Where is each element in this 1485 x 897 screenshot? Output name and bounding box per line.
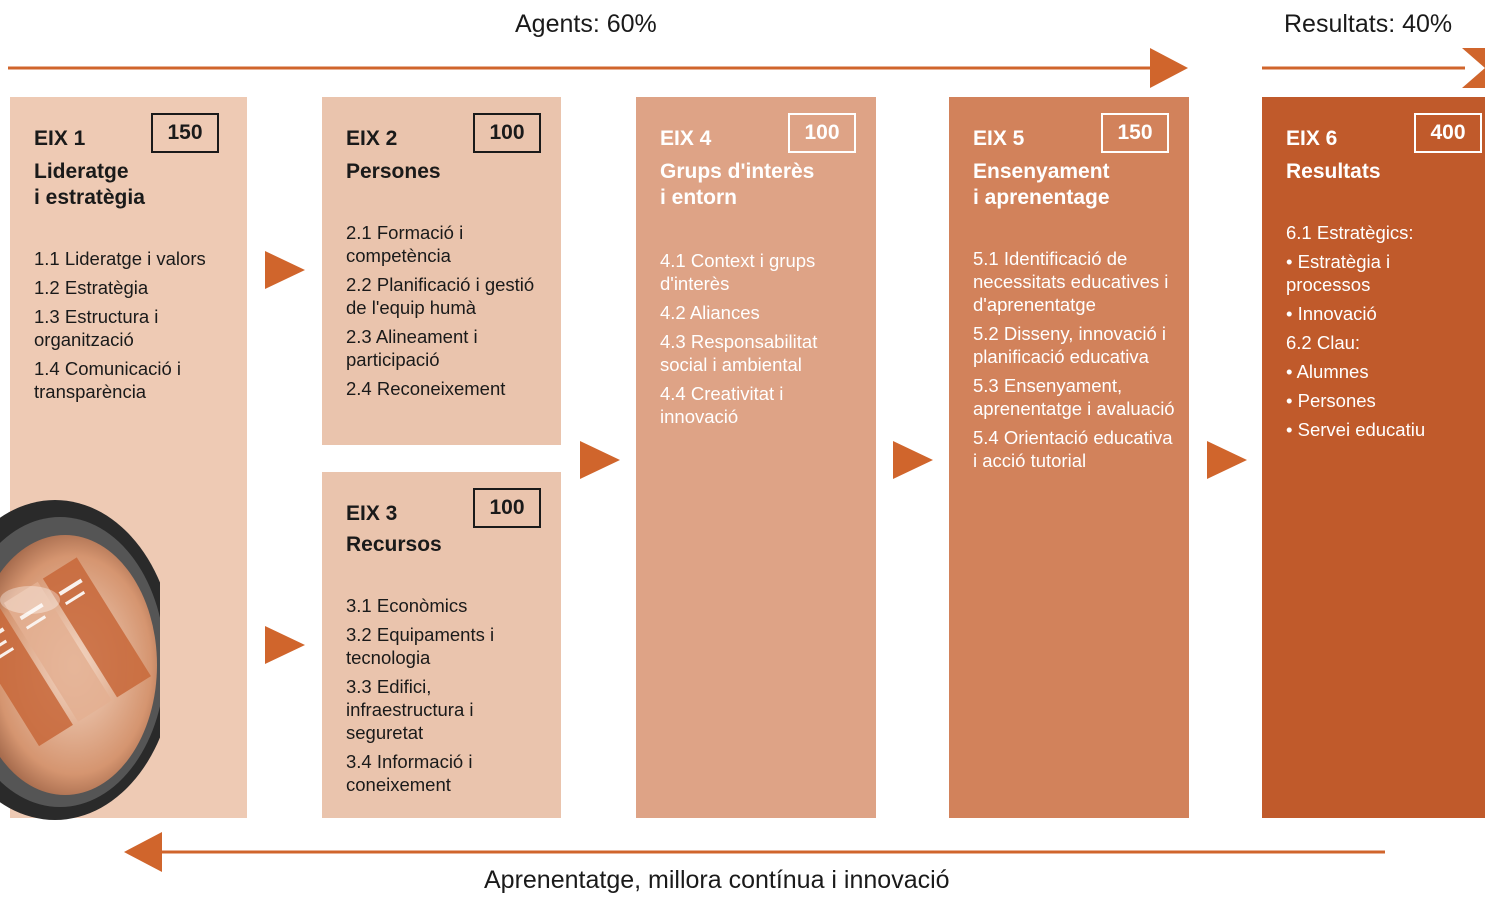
eix4-item: 4.1 Context i grups d'interès <box>660 250 816 294</box>
eix6-box: EIX 6 400 Resultats 6.1 Estratègics: • E… <box>1262 97 1485 818</box>
eix5-title-line: Ensenyament <box>973 160 1110 183</box>
eix6-label: EIX 6 <box>1286 127 1338 150</box>
eix6-score: 400 <box>1414 113 1482 153</box>
eix4-score: 100 <box>788 113 856 153</box>
agents-weight-label: Agents: 60% <box>515 10 657 38</box>
eix2-item: 2.3 Alineament i participació <box>346 326 478 370</box>
eix3-item: 3.3 Edifici, infraestructura i seguretat <box>346 676 474 743</box>
eix6-title-line: Resultats <box>1286 160 1381 183</box>
eix2-item: 2.4 Reconeixement <box>346 378 506 399</box>
eix5-title-line: i aprenentage <box>973 186 1110 209</box>
eix4-box: EIX 4 100 Grups d'interès i entorn 4.1 C… <box>636 97 876 818</box>
results-weight-label: Resultats: 40% <box>1284 10 1453 38</box>
eix5-item: 5.2 Disseny, innovació i planificació ed… <box>973 323 1166 367</box>
eix3-item: 3.2 Equipaments i tecnologia <box>346 624 495 668</box>
eix1-item: 1.3 Estructura i organització <box>34 306 159 350</box>
eix2-score: 100 <box>473 113 541 153</box>
eix3-title-line: Recursos <box>346 533 442 556</box>
eix6-item: • Innovació <box>1286 303 1377 324</box>
eix1-item: 1.2 Estratègia <box>34 277 149 298</box>
eix4-item-list: 4.1 Context i grups d'interès 4.2 Alianc… <box>660 249 864 434</box>
magnifier-image <box>0 500 160 820</box>
eix2-label: EIX 2 <box>346 127 398 150</box>
eix1-title: Lideratge i estratègia <box>34 159 145 211</box>
flow-arrow-right-icon <box>893 441 933 479</box>
eix4-title-line: Grups d'interès <box>660 160 815 183</box>
eix6-title: Resultats <box>1286 159 1381 185</box>
eix1-title-line: Lideratge <box>34 160 129 183</box>
eix6-item: • Persones <box>1286 390 1376 411</box>
eix6-item: 6.1 Estratègics: <box>1286 222 1414 243</box>
eix3-item: 3.4 Informació i coneixement <box>346 751 473 795</box>
eix5-item: 5.1 Identificació de necessitats educati… <box>973 248 1169 315</box>
eix1-score: 150 <box>151 113 219 153</box>
eix2-item: 2.1 Formació i competència <box>346 222 464 266</box>
eix6-item: • Alumnes <box>1286 361 1369 382</box>
eix4-title: Grups d'interès i entorn <box>660 159 814 211</box>
eix2-item: 2.2 Planificació i gestió de l'equip hum… <box>346 274 535 318</box>
eix3-score: 100 <box>473 488 541 528</box>
eix2-item-list: 2.1 Formació i competència 2.2 Planifica… <box>346 221 549 406</box>
eix4-item: 4.2 Aliances <box>660 302 760 323</box>
flow-arrow-right-icon <box>265 251 305 289</box>
eix6-item: • Estratègia i processos <box>1286 251 1391 295</box>
eix3-title: Recursos <box>346 532 442 558</box>
eix1-label: EIX 1 <box>34 127 86 150</box>
eix5-title: Ensenyament i aprenentage <box>973 159 1110 211</box>
eix2-title-line: Persones <box>346 160 441 183</box>
eix4-item: 4.4 Creativitat i innovació <box>660 383 784 427</box>
eix4-label: EIX 4 <box>660 127 712 150</box>
eix6-item: 6.2 Clau: <box>1286 332 1361 353</box>
agents-arrow-head <box>1150 48 1188 88</box>
eix1-item-list: 1.1 Lideratge i valors 1.2 Estratègia 1.… <box>34 247 235 409</box>
flow-arrow-right-icon <box>265 626 305 664</box>
eix5-item: 5.4 Orientació educativa i acció tutoria… <box>973 427 1173 471</box>
eix1-item: 1.4 Comunicació i transparència <box>34 358 182 402</box>
eix4-title-line: i entorn <box>660 186 737 209</box>
eix1-title-line: i estratègia <box>34 186 145 209</box>
eix5-item: 5.3 Ensenyament, aprenentatge i avaluaci… <box>973 375 1175 419</box>
flow-arrow-right-icon <box>580 441 620 479</box>
flow-arrow-right-icon <box>1207 441 1247 479</box>
eix2-title: Persones <box>346 159 441 185</box>
eix3-item: 3.1 Econòmics <box>346 595 468 616</box>
eix3-item-list: 3.1 Econòmics 3.2 Equipaments i tecnolog… <box>346 594 549 802</box>
eix2-box: EIX 2 100 Persones 2.1 Formació i compet… <box>322 97 561 445</box>
eix4-item: 4.3 Responsabilitat social i ambiental <box>660 331 818 375</box>
eix5-box: EIX 5 150 Ensenyament i aprenentage 5.1 … <box>949 97 1189 818</box>
eix6-item: • Servei educatiu <box>1286 419 1426 440</box>
feedback-loop-label: Aprenentatge, millora contínua i innovac… <box>484 866 950 894</box>
results-arrow-head <box>1462 48 1485 88</box>
eix1-item: 1.1 Lideratge i valors <box>34 248 206 269</box>
feedback-arrow-head <box>124 832 162 872</box>
eix5-item-list: 5.1 Identificació de necessitats educati… <box>973 247 1177 478</box>
eix3-label: EIX 3 <box>346 502 398 525</box>
eix5-score: 150 <box>1101 113 1169 153</box>
eix6-item-list: 6.1 Estratègics: • Estratègia i processo… <box>1286 221 1473 447</box>
eix3-box: EIX 3 100 Recursos 3.1 Econòmics 3.2 Equ… <box>322 472 561 818</box>
eix5-label: EIX 5 <box>973 127 1025 150</box>
